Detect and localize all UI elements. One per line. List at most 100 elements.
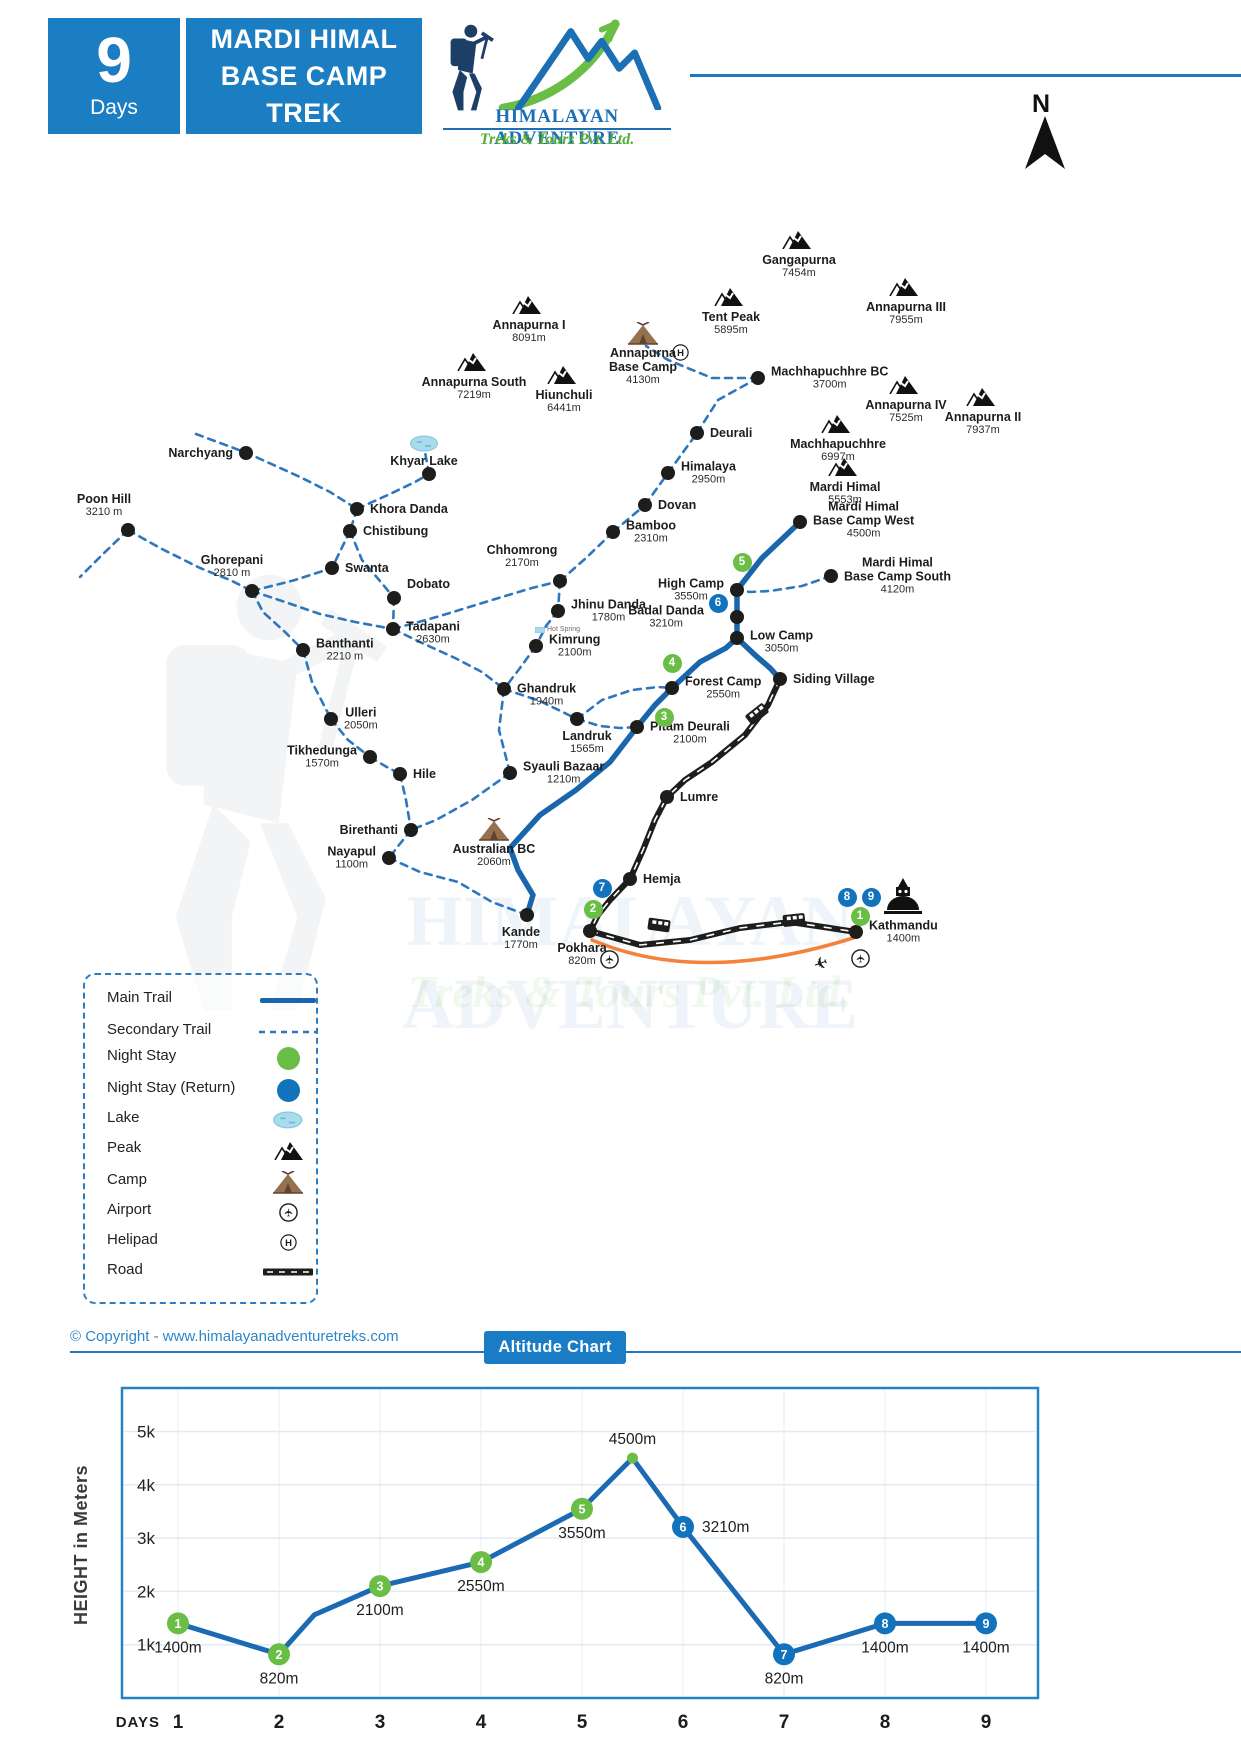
x-tick-day7: 7 [779,1712,790,1733]
bus-icon [782,913,806,927]
secondary-trail [666,431,699,475]
legend-label-peak: Peak [107,1139,142,1156]
map-dot-deurali [690,426,704,440]
secondary-trail [497,687,512,775]
chart-point-label-day2: 820m [260,1670,299,1687]
legend-item-peak: Peak [85,1137,316,1163]
y-tick-5k: 5k [137,1423,155,1442]
map-dot-ghorepani [245,584,259,598]
legend-swatch-main [257,987,319,1013]
secondary-trail [348,529,396,600]
chart-point-day6 [672,1515,694,1538]
map-dot-kathmandu [849,925,863,939]
chart-point-number-7: 7 [781,1648,788,1662]
chart-x-axis-title: DAYS [116,1714,160,1731]
chart-point-day8 [874,1612,896,1635]
legend-item-night: Night Stay [85,1045,316,1071]
main-trail [734,635,783,682]
chart-point-label-day3: 2100m [356,1602,403,1619]
secondary-trail [391,627,506,691]
legend-swatch-peak [257,1137,319,1163]
map-dot-low-camp [730,631,744,645]
legend-label-airport: Airport [107,1201,152,1218]
x-tick-day5: 5 [577,1712,588,1733]
map-dot-nayapul [382,851,396,865]
section-divider [70,1351,1241,1353]
legend-item-night_return: Night Stay (Return) [85,1077,316,1103]
legend-label-night: Night Stay [107,1047,177,1064]
secondary-trail [301,648,333,721]
secondary-trail [558,530,615,583]
map-dot-machhapuchhre-bc [751,371,765,385]
trek-title: MARDI HIMAL BASE CAMP TREK [186,18,422,134]
chart-point-label-day9: 1400m [962,1639,1009,1656]
legend-item-camp: Camp [85,1169,316,1195]
map-dot-high-camp [730,583,744,597]
chart-point-day3 [369,1575,391,1598]
logo-company-name: HIMALAYAN ADVENTURE [494,106,620,149]
logo-subtitle: Treks & Tours Pvt. Ltd. [479,131,635,148]
map-dot-siding-village [773,672,787,686]
header-rule [690,74,1241,77]
chart-point-day7 [773,1643,795,1666]
legend-item-helipad: Helipad H [85,1229,316,1255]
chart-point-label-day6: 3210m [702,1519,749,1536]
secondary-trail [695,376,760,435]
map-dot-narchyang [239,446,253,460]
chart-point-number-6: 6 [680,1520,687,1534]
trek-title-line1: MARDI HIMAL [210,23,398,54]
map-dot-chhomrong [553,574,567,588]
y-tick-3k: 3k [137,1529,155,1548]
road-centerline [589,921,857,946]
legend-swatch-helipad: H [257,1229,319,1255]
secondary-trail [502,687,579,721]
map-dot-mardi-bc-west [793,515,807,529]
y-tick-4k: 4k [137,1476,155,1495]
x-tick-day1: 1 [173,1712,184,1733]
secondary-trail [735,574,833,594]
secondary-trail [250,529,352,593]
bus-icon [745,703,769,725]
secondary-trail [387,856,529,917]
flight-route [590,936,855,965]
legend-swatch-lake [257,1107,319,1133]
chart-point-day1 [167,1612,189,1635]
secondary-trail [126,528,254,593]
secondary-trail [250,589,395,631]
legend-label-night_return: Night Stay (Return) [107,1079,236,1096]
map-dot-bamboo [606,525,620,539]
days-box: 9 Days [48,18,180,134]
chart-point-label-day4: 2550m [457,1578,504,1595]
north-arrow-icon [1025,116,1065,169]
map-dot-khora-danda [350,502,364,516]
x-tick-day3: 3 [375,1712,386,1733]
secondary-trail [644,344,760,380]
chart-point-number-1: 1 [175,1617,182,1631]
legend-item-road: Road [85,1259,316,1285]
legend-label-helipad: Helipad [107,1231,158,1248]
secondary-trail [250,589,305,652]
legend-label-main: Main Trail [107,989,173,1006]
map-dot-pokhara [583,924,597,938]
days-label: Days [90,96,138,119]
secondary-trail [575,685,674,721]
chart-peak-point [627,1452,638,1464]
bus-icon [647,917,671,933]
secondary-trail [398,772,413,832]
chart-peak-label: 4500m [609,1431,656,1448]
map-dot-chistibung [343,524,357,538]
chart-point-label-day5: 3550m [558,1525,605,1542]
legend-swatch-night [257,1045,319,1071]
map-dot-tadapani [386,622,400,636]
days-number: 9 [96,24,132,96]
map-dot-syauli-bazaar [503,766,517,780]
map-dot-tikhedunga [363,750,377,764]
y-tick-1k: 1k [137,1636,155,1655]
map-dot-poon-hill [121,523,135,537]
north-label: N [1032,90,1051,118]
x-tick-day2: 2 [274,1712,285,1733]
map-dot-lumre [660,790,674,804]
